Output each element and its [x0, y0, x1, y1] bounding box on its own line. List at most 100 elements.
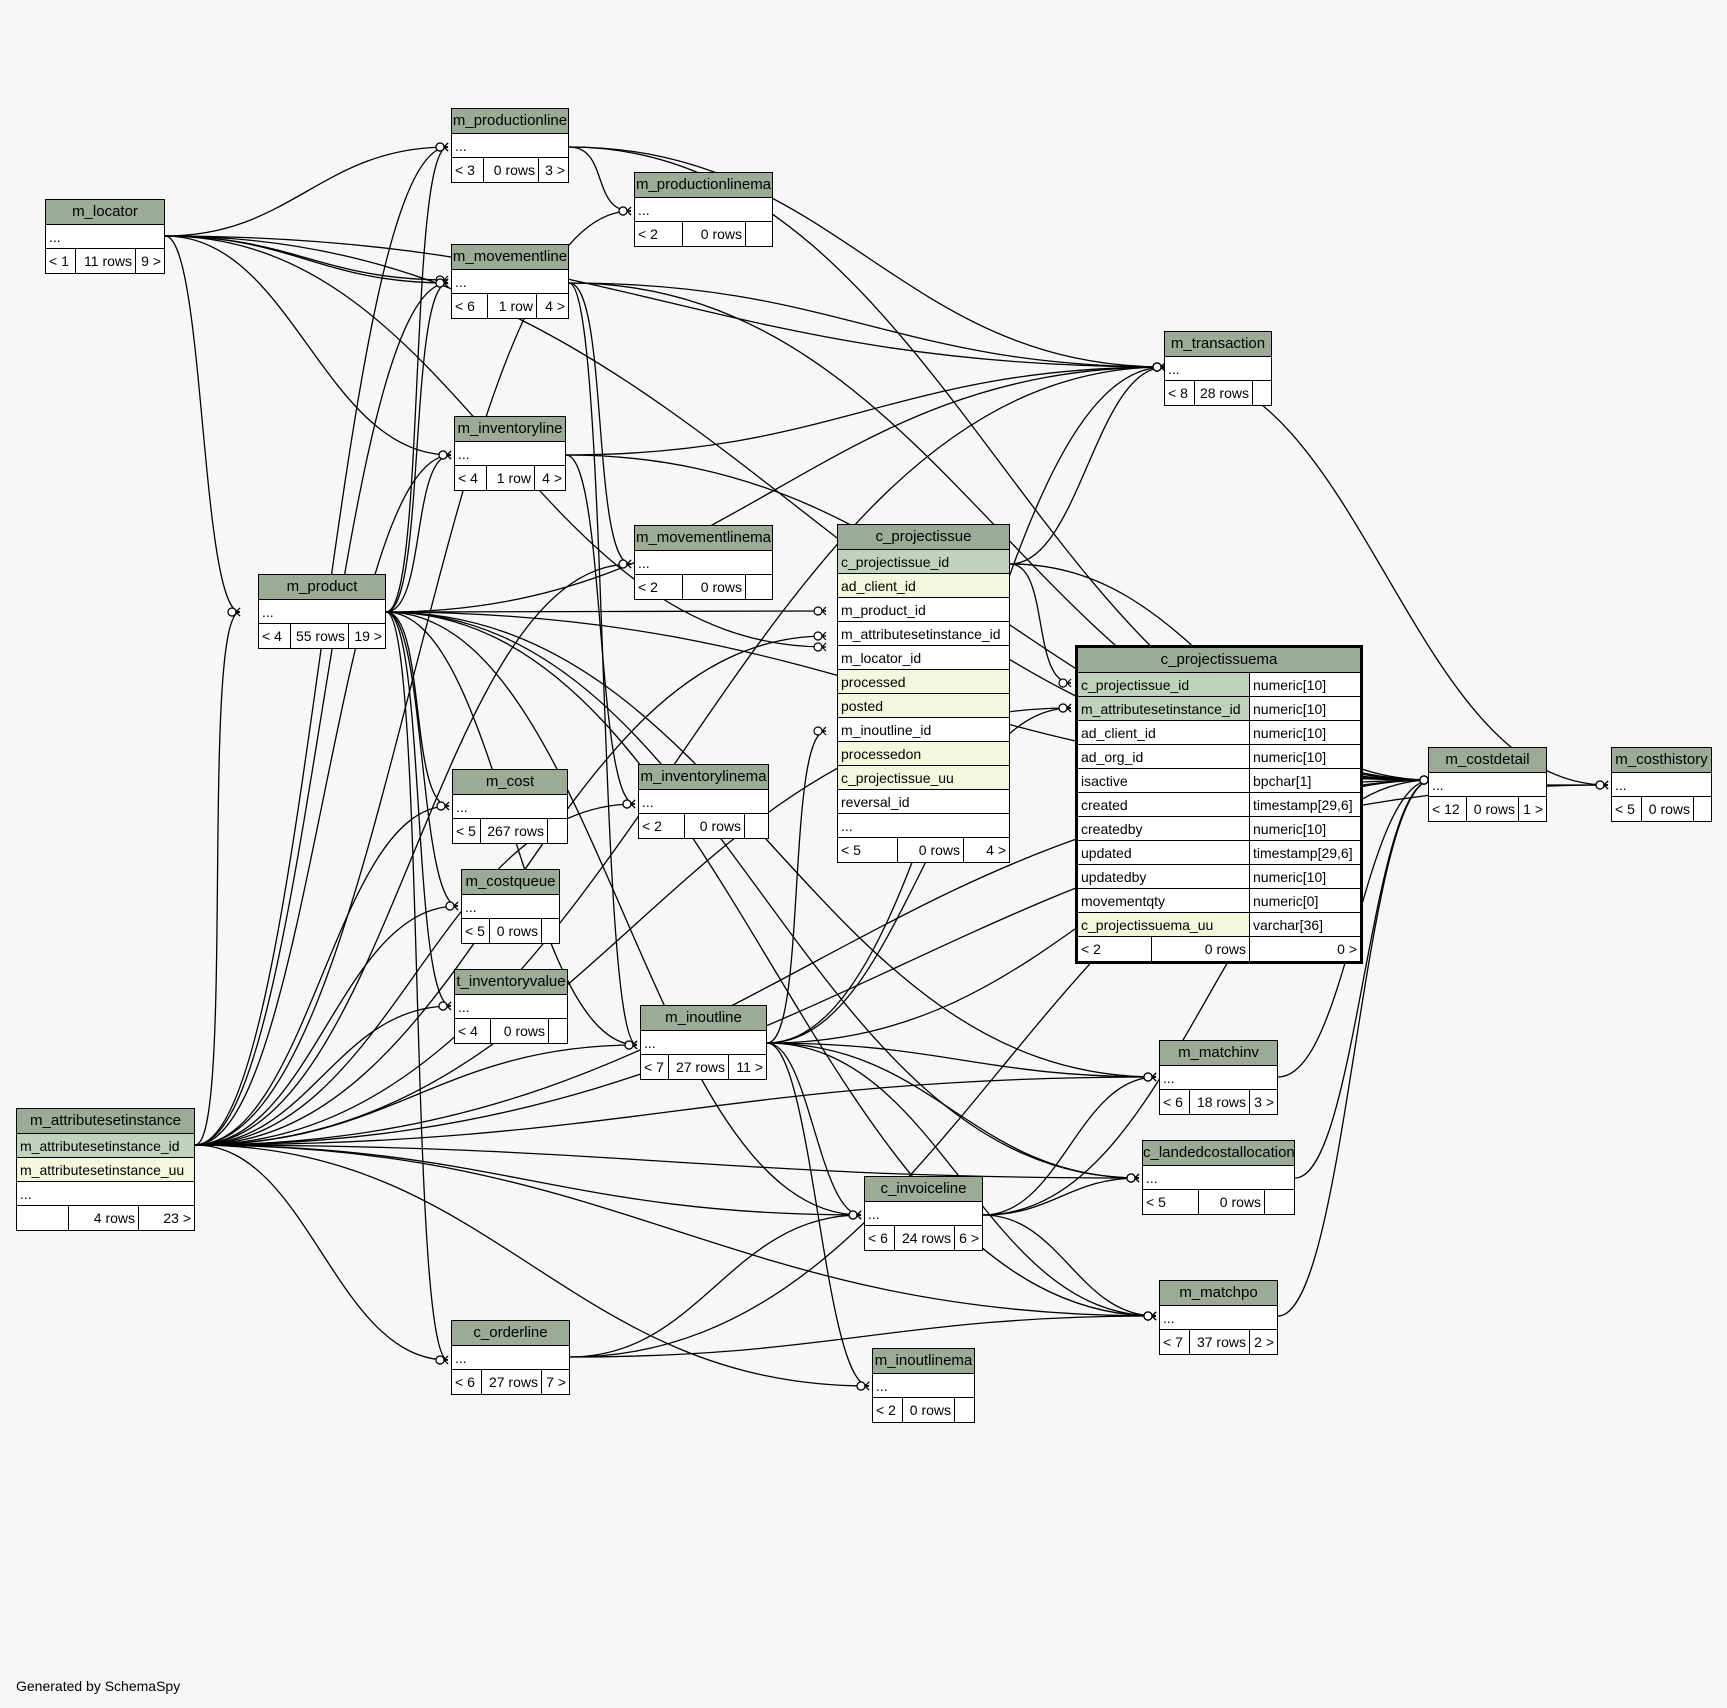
parents-count[interactable]: [17, 1206, 69, 1230]
children-count[interactable]: 6 >: [959, 1230, 979, 1246]
children-count[interactable]: 19 >: [354, 628, 382, 644]
table-m_locator[interactable]: m_locator ... < 1 11 rows 9 >: [45, 199, 165, 274]
column-m_locator_id[interactable]: m_locator_id: [838, 646, 1009, 670]
table-m_movementline[interactable]: m_movementline ... < 6 1 row 4 >: [451, 244, 569, 319]
children-count[interactable]: 4 >: [986, 842, 1006, 858]
children-count[interactable]: 0 >: [1337, 941, 1357, 957]
column-processedon[interactable]: processedon: [838, 742, 1009, 766]
parents-count[interactable]: < 6: [452, 1370, 482, 1394]
table-m_productionline[interactable]: m_productionline ... < 3 0 rows 3 >: [451, 108, 569, 183]
children-count[interactable]: [548, 819, 567, 843]
children-count[interactable]: 3 >: [545, 162, 565, 178]
children-count[interactable]: 4 >: [545, 298, 565, 314]
children-count[interactable]: 2 >: [1254, 1334, 1274, 1350]
parents-count[interactable]: < 6: [452, 294, 488, 318]
table-m_product[interactable]: m_product ... < 4 55 rows 19 >: [258, 574, 386, 649]
parents-count[interactable]: < 6: [1160, 1090, 1190, 1114]
parents-count[interactable]: < 2: [639, 814, 685, 838]
children-count[interactable]: [955, 1398, 974, 1422]
children-count[interactable]: [1265, 1190, 1294, 1214]
parents-count[interactable]: < 4: [259, 624, 291, 648]
table-m_inoutlinema[interactable]: m_inoutlinema ... < 2 0 rows: [872, 1348, 975, 1423]
parents-count[interactable]: < 7: [1160, 1330, 1190, 1354]
column-type: numeric[10]: [1253, 725, 1327, 741]
column-processed[interactable]: processed: [838, 670, 1009, 694]
parents-count[interactable]: < 2: [873, 1398, 903, 1422]
column-ad_client_id[interactable]: ad_client_id: [838, 574, 1009, 598]
parents-count[interactable]: < 5: [838, 838, 898, 862]
parents-count[interactable]: < 2: [635, 222, 683, 246]
parents-count[interactable]: < 2: [635, 575, 683, 599]
table-m_inventorylinema[interactable]: m_inventorylinema ... < 2 0 rows: [638, 764, 769, 839]
table-m_matchpo[interactable]: m_matchpo ... < 7 37 rows 2 >: [1159, 1280, 1278, 1355]
parents-count[interactable]: < 5: [453, 819, 481, 843]
children-count[interactable]: 23 >: [163, 1210, 191, 1226]
parents-count[interactable]: < 5: [1612, 797, 1642, 821]
parents-count[interactable]: < 6: [865, 1226, 895, 1250]
parents-count[interactable]: < 5: [1143, 1190, 1199, 1214]
table-m_transaction[interactable]: m_transaction ... < 8 28 rows: [1164, 331, 1272, 406]
children-count[interactable]: 7 >: [546, 1374, 566, 1390]
table-t_inventoryvalue[interactable]: t_inventoryvalue ... < 4 0 rows: [454, 969, 568, 1044]
parents-count[interactable]: < 8: [1165, 381, 1195, 405]
children-count[interactable]: 11 >: [736, 1059, 763, 1075]
children-count[interactable]: [745, 814, 768, 838]
parents-count[interactable]: < 12: [1429, 797, 1467, 821]
children-count[interactable]: [746, 222, 772, 246]
crowfoot-marker: [632, 1040, 638, 1050]
column-pk[interactable]: m_attributesetinstance_id: [17, 1134, 194, 1158]
table-m_attributesetinstance[interactable]: m_attributesetinstance m_attributesetins…: [16, 1108, 195, 1231]
column-m_product_id[interactable]: m_product_id: [838, 598, 1009, 622]
parents-count[interactable]: < 2: [1078, 937, 1152, 961]
parents-count[interactable]: < 5: [462, 919, 490, 943]
children-count[interactable]: 3 >: [1254, 1094, 1274, 1110]
children-count[interactable]: 4 >: [542, 470, 562, 486]
column-c_projectissue_id[interactable]: c_projectissue_id: [838, 550, 1009, 574]
parents-count[interactable]: < 7: [641, 1055, 669, 1079]
children-count[interactable]: [549, 1019, 567, 1043]
table-m_inventoryline[interactable]: m_inventoryline ... < 4 1 row 4 >: [454, 416, 566, 491]
children-count[interactable]: [542, 919, 559, 943]
table-c_invoiceline[interactable]: c_invoiceline ... < 6 24 rows 6 >: [864, 1176, 983, 1251]
column-m_inoutline_id[interactable]: m_inoutline_id: [838, 718, 1009, 742]
table-m_matchinv[interactable]: m_matchinv ... < 6 18 rows 3 >: [1159, 1040, 1278, 1115]
table-c_landedcostallocation[interactable]: c_landedcostallocation ... < 5 0 rows: [1142, 1140, 1295, 1215]
column-reversal_id[interactable]: reversal_id: [838, 790, 1009, 814]
column-c_projectissue_uu[interactable]: c_projectissue_uu: [838, 766, 1009, 790]
children-count[interactable]: 9 >: [141, 253, 161, 269]
column-m_attributesetinstance_id[interactable]: m_attributesetinstance_id: [838, 622, 1009, 646]
children-count[interactable]: [1253, 381, 1271, 405]
table-m_costhistory[interactable]: m_costhistory ... < 5 0 rows: [1611, 747, 1712, 822]
optional-many-marker: [1152, 362, 1162, 372]
column-indexed[interactable]: m_attributesetinstance_uu: [17, 1158, 194, 1182]
table-m_costdetail[interactable]: m_costdetail ... < 12 0 rows 1 >: [1428, 747, 1547, 822]
parents-count[interactable]: < 3: [452, 158, 484, 182]
parents-count[interactable]: < 4: [455, 1019, 491, 1043]
children-count[interactable]: 1 >: [1523, 801, 1543, 817]
optional-many-marker: [1419, 775, 1429, 785]
table-m_cost[interactable]: m_cost ... < 5 267 rows: [452, 769, 568, 844]
column-posted[interactable]: posted: [838, 694, 1009, 718]
children-count[interactable]: [746, 575, 772, 599]
table-m_movementlinema[interactable]: m_movementlinema ... < 2 0 rows: [634, 525, 773, 600]
table-m_productionlinema[interactable]: m_productionlinema ... < 2 0 rows: [634, 172, 773, 247]
table-m_inoutline[interactable]: m_inoutline ... < 7 27 rows 11 >: [640, 1005, 767, 1080]
table-m_costqueue[interactable]: m_costqueue ... < 5 0 rows: [461, 869, 560, 944]
table-c_projectissue[interactable]: c_projectissue c_projectissue_id ad_clie…: [837, 524, 1010, 863]
parents-count[interactable]: < 1: [46, 249, 76, 273]
table-c_orderline[interactable]: c_orderline ... < 6 27 rows 7 >: [451, 1320, 570, 1395]
parents-count[interactable]: < 4: [455, 466, 487, 490]
children-count[interactable]: [1694, 797, 1711, 821]
